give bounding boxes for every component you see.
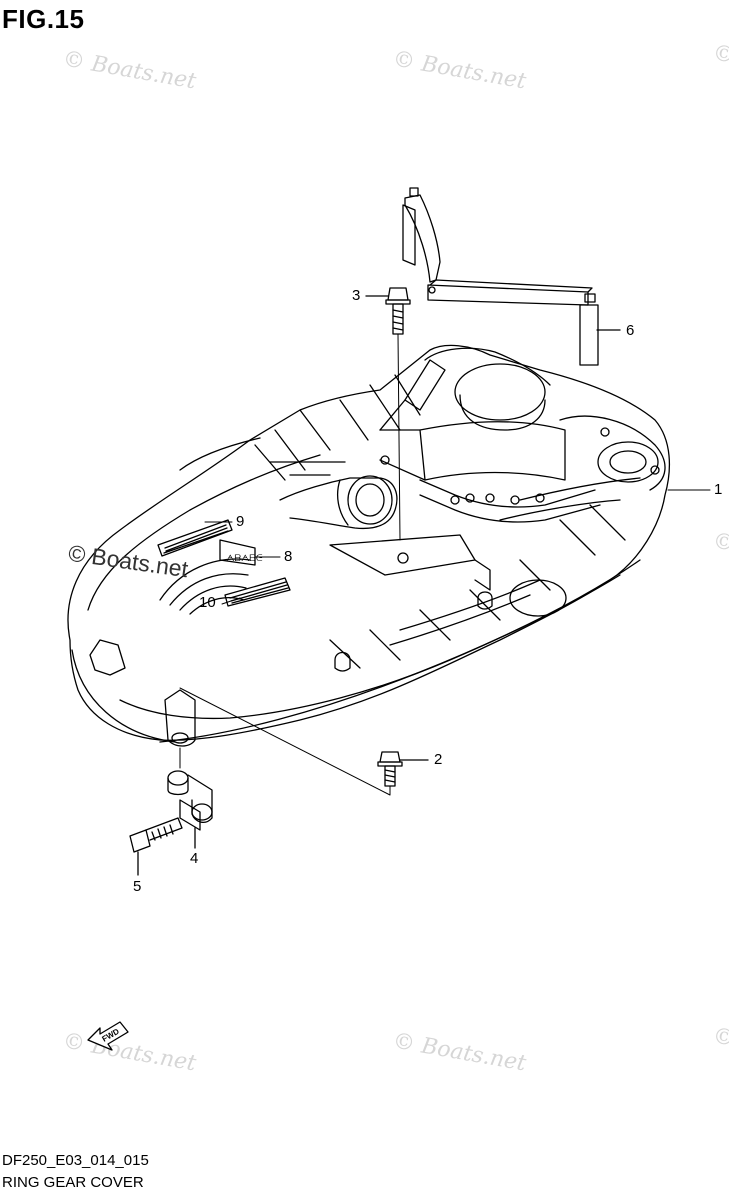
bolt-clamp: [130, 818, 182, 875]
fwd-arrow-icon: [88, 1022, 128, 1050]
figure-title: FIG.15: [2, 4, 85, 34]
ring-gear-cover: [68, 345, 669, 746]
callout-part-4[interactable]: 4: [190, 850, 199, 867]
callout-part-6[interactable]: 6: [626, 322, 635, 339]
bolt-upper: [366, 288, 410, 540]
callout-part-2[interactable]: 2: [434, 751, 443, 768]
callout-part-5[interactable]: 5: [133, 878, 142, 895]
callout-part-8[interactable]: 8: [284, 548, 293, 565]
callout-part-10[interactable]: 10: [199, 594, 216, 611]
decal-label: ᗅᗷᗅᗷᕮ: [226, 553, 263, 563]
diagram-code: DF250_E03_014_015: [2, 1152, 149, 1169]
bolt-lower: [180, 688, 428, 795]
section-name: RING GEAR COVER: [2, 1174, 144, 1191]
strap-bracket: [403, 188, 620, 365]
callout-part-3[interactable]: 3: [352, 287, 361, 304]
callout-part-9[interactable]: 9: [236, 513, 245, 530]
clamp-bracket: [168, 748, 212, 848]
callout-part-1[interactable]: 1: [714, 481, 723, 498]
